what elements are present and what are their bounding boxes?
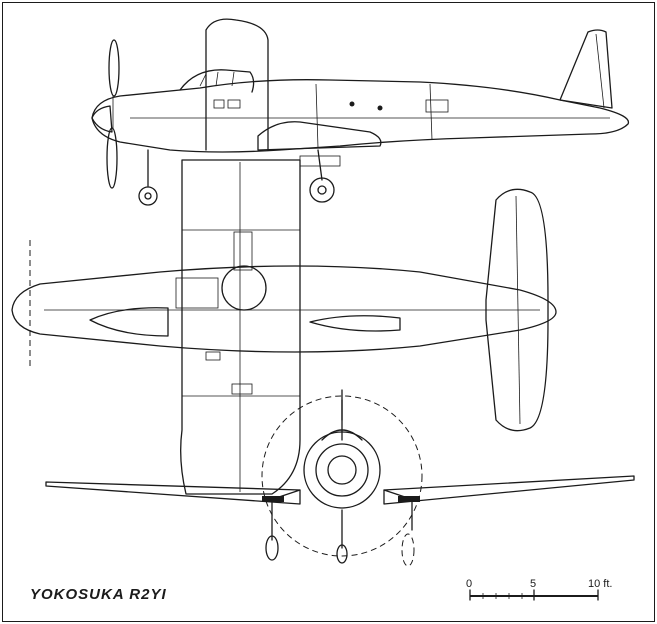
propeller-disc [261,395,423,557]
fin-side [559,29,613,109]
tailplane-plan [485,188,549,432]
wing-front [45,481,301,505]
canopy-side [179,69,255,93]
scale-bar [469,589,599,601]
scale-label-10: 10 ft. [588,578,613,590]
plan-view [11,159,557,495]
side-view [91,18,630,206]
main-gear-front [265,501,415,567]
tail-gear-side [138,149,158,206]
main-gear-side [299,149,341,203]
scale-label-0: 0 [466,578,473,590]
fuselage-side [91,79,630,153]
propeller-side [106,39,120,189]
drawing-title: YOKOSUKA R2YI [30,586,167,603]
wing-plan [180,159,301,495]
cowling-front [303,431,381,509]
front-view [45,389,635,567]
wing-root-side [205,18,269,151]
fuselage-plan [11,265,557,353]
scale-label-5: 5 [530,578,537,590]
